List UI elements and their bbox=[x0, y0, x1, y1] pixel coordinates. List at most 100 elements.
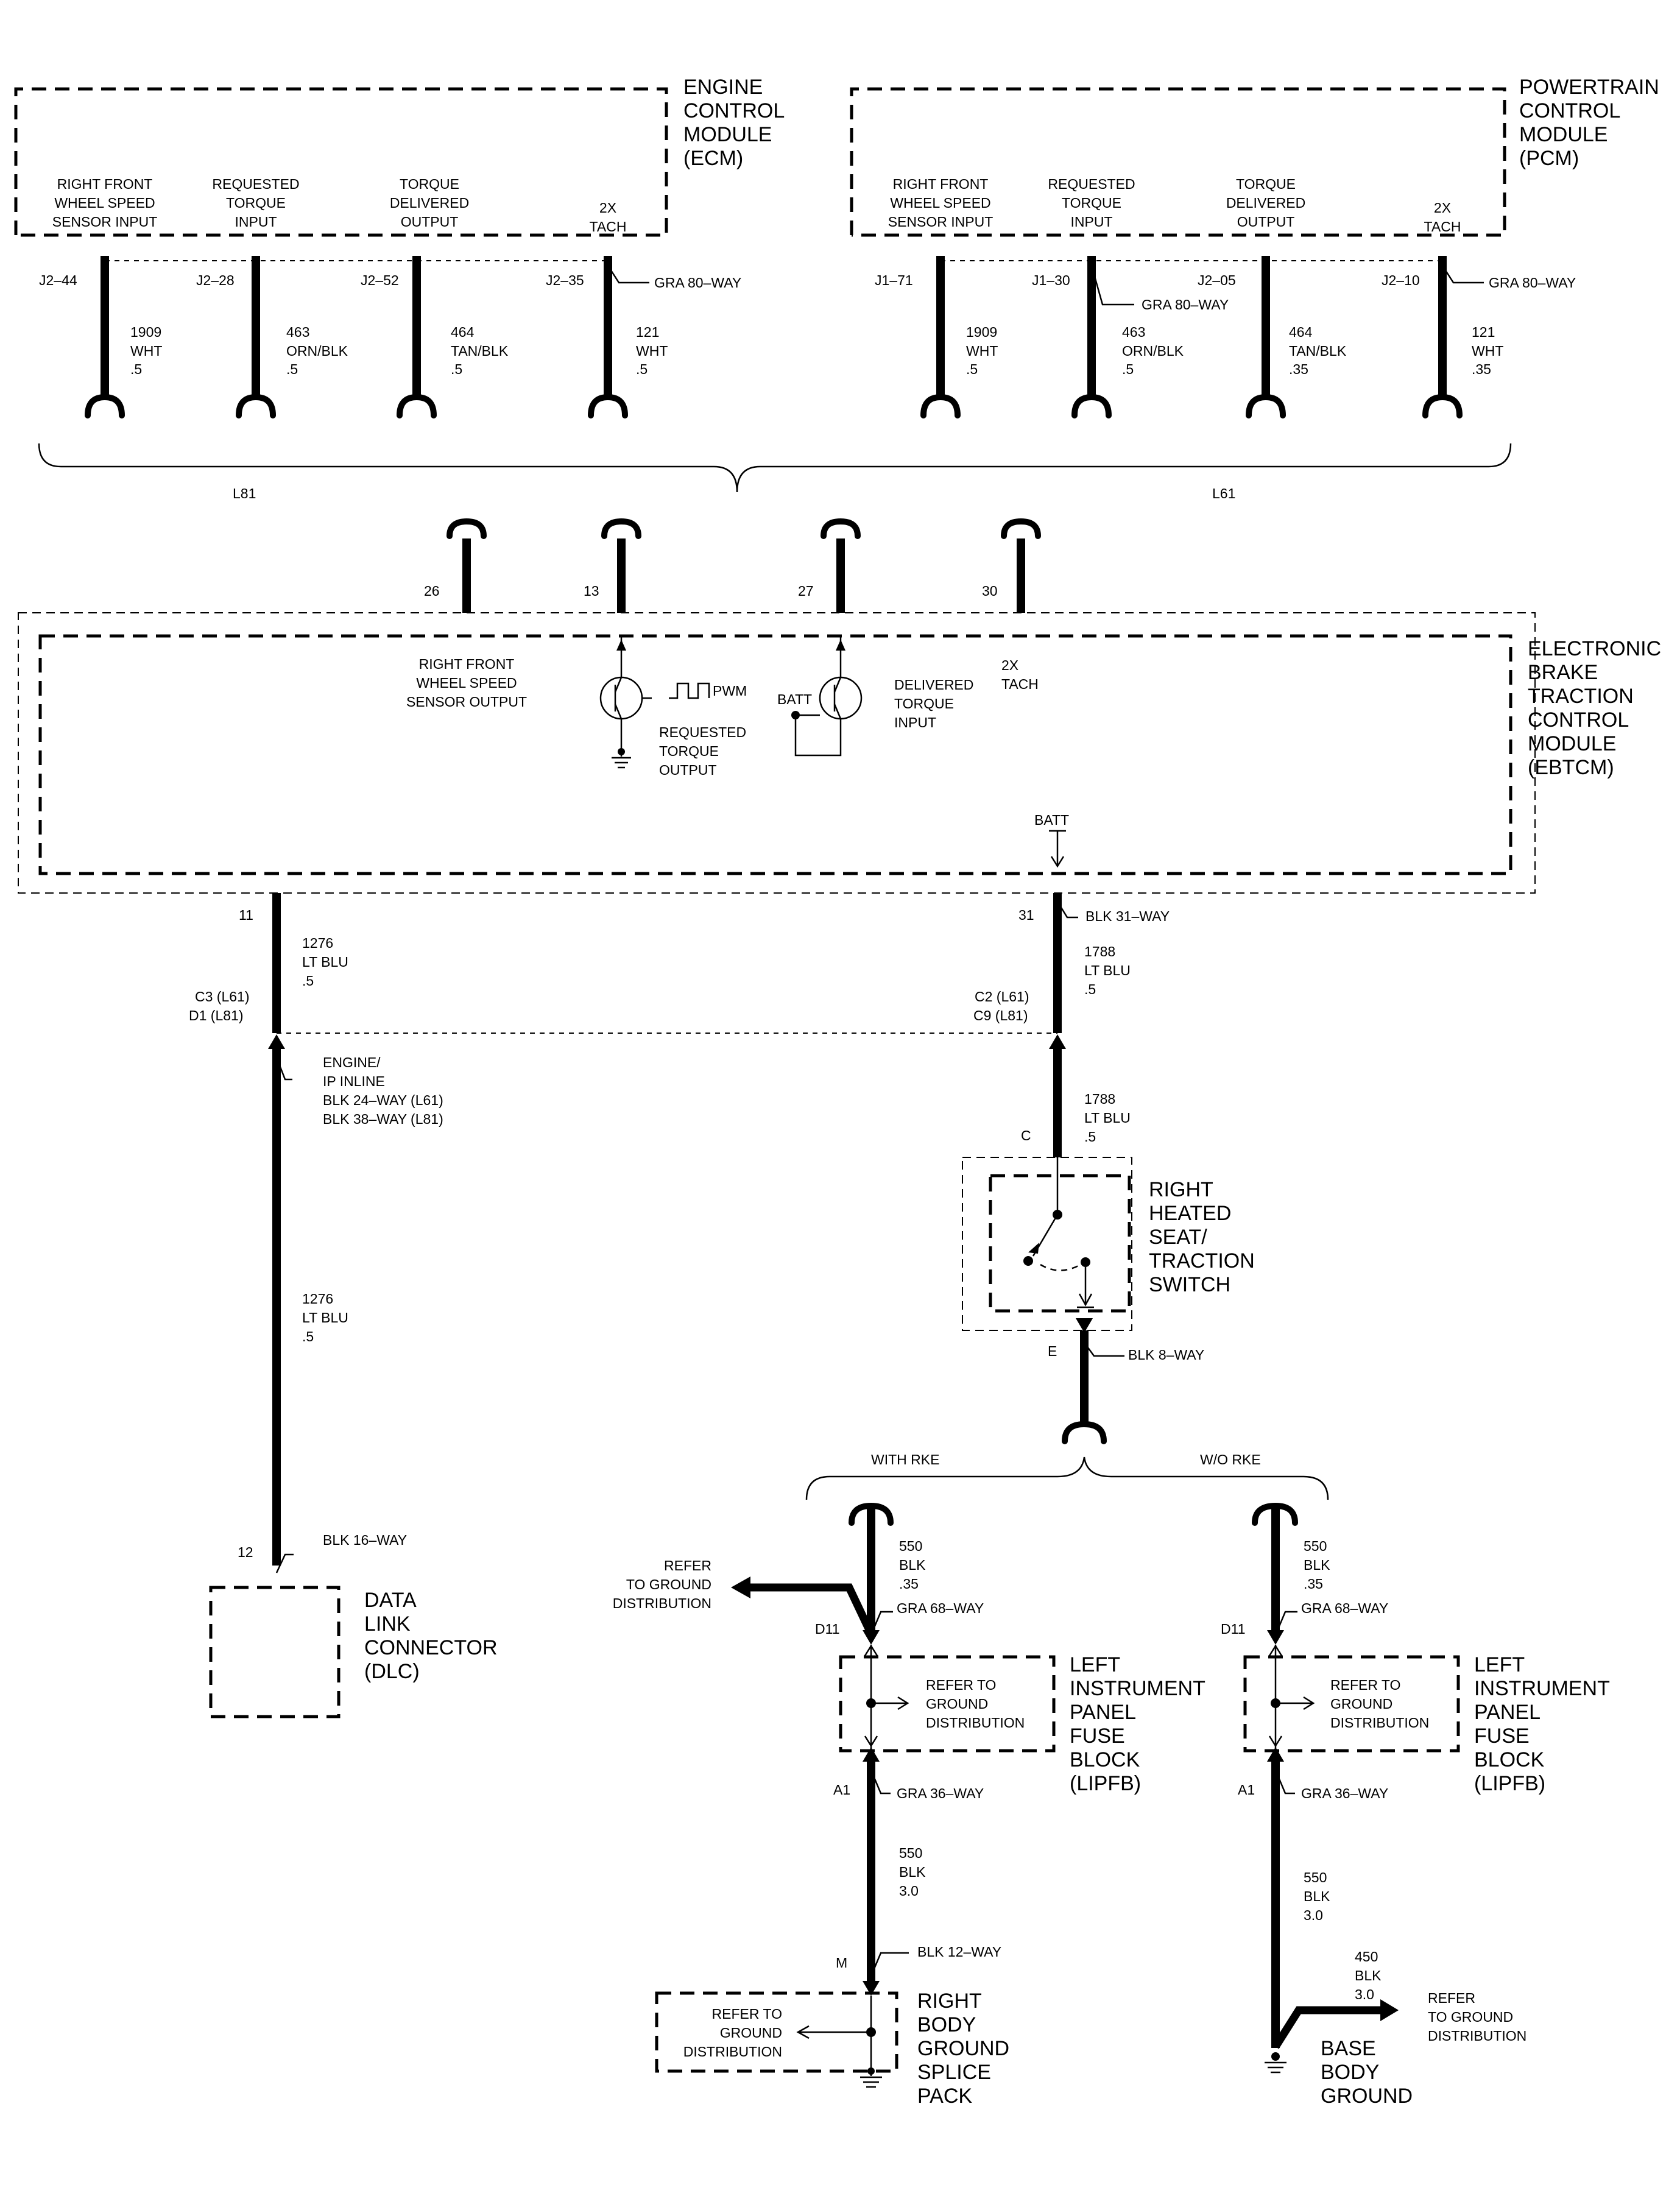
svg-text:464: 464 bbox=[451, 324, 475, 340]
ecm-gra-connector: GRA 80–WAY bbox=[654, 275, 741, 291]
svg-text:464: 464 bbox=[1289, 324, 1313, 340]
svg-text:LT BLU: LT BLU bbox=[1084, 1110, 1131, 1126]
svg-text:550: 550 bbox=[899, 1538, 922, 1554]
svg-text:IP INLINE: IP INLINE bbox=[323, 1073, 385, 1089]
svg-text:1788: 1788 bbox=[1084, 944, 1115, 959]
ebtcm-pin-numbers: 26 13 27 30 bbox=[424, 583, 998, 599]
svg-text:INPUT: INPUT bbox=[1071, 214, 1113, 230]
svg-text:3.0: 3.0 bbox=[1355, 1986, 1374, 2002]
svg-text:3.0: 3.0 bbox=[1304, 1907, 1323, 1923]
svg-text:INSTRUMENT: INSTRUMENT bbox=[1474, 1677, 1610, 1700]
option-l61: L61 bbox=[1212, 485, 1235, 501]
svg-text:TO GROUND: TO GROUND bbox=[626, 1576, 711, 1592]
svg-text:(DLC): (DLC) bbox=[364, 1660, 420, 1683]
svg-text:CONTROL: CONTROL bbox=[683, 99, 785, 122]
ebtcm-module: ELECTRONIC BRAKE TRACTION CONTROL MODULE… bbox=[18, 612, 1661, 894]
svg-text:BLK 38–WAY (L81): BLK 38–WAY (L81) bbox=[323, 1111, 443, 1127]
svg-text:450: 450 bbox=[1355, 1949, 1378, 1965]
svg-text:J2–05: J2–05 bbox=[1198, 272, 1236, 288]
svg-text:BASE: BASE bbox=[1321, 2037, 1376, 2060]
svg-text:D1 (L81): D1 (L81) bbox=[189, 1008, 243, 1023]
ebtcm-input-wires bbox=[446, 518, 1041, 613]
wo-rke-label: W/O RKE bbox=[1200, 1452, 1261, 1467]
svg-text:GROUND: GROUND bbox=[720, 2025, 782, 2041]
switch-output-wire bbox=[1062, 1318, 1124, 1444]
transistor-requested-torque: PWM bbox=[599, 637, 747, 769]
pcm-wire-labels: J1–71 1909 WHT .5 J1–30 463 ORN/BLK .5 J… bbox=[875, 272, 1576, 377]
with-rke-label: WITH RKE bbox=[871, 1452, 939, 1467]
batt-label-1: BATT bbox=[777, 691, 812, 707]
svg-text:J2–28: J2–28 bbox=[196, 272, 235, 288]
svg-text:SWITCH: SWITCH bbox=[1149, 1273, 1230, 1296]
svg-text:REFER: REFER bbox=[1428, 1990, 1475, 2006]
svg-text:1276: 1276 bbox=[302, 935, 333, 951]
svg-text:26: 26 bbox=[424, 583, 440, 599]
svg-text:.5: .5 bbox=[636, 361, 648, 377]
svg-text:BATT: BATT bbox=[1034, 812, 1069, 828]
pcm-module: POWERTRAIN CONTROL MODULE (PCM) RIGHT FR… bbox=[850, 76, 1659, 237]
svg-text:121: 121 bbox=[636, 324, 659, 340]
svg-text:TO GROUND: TO GROUND bbox=[1428, 2009, 1513, 2025]
svg-text:TORQUE: TORQUE bbox=[226, 195, 286, 211]
pcm-gra-connector-2: GRA 80–WAY bbox=[1489, 275, 1576, 291]
svg-text:.5: .5 bbox=[302, 1329, 314, 1344]
svg-text:PACK: PACK bbox=[917, 2085, 972, 2108]
svg-text:BODY: BODY bbox=[1321, 2061, 1379, 2084]
ecm-title: ENGINE CONTROL MODULE (ECM) bbox=[683, 76, 785, 170]
svg-text:A1: A1 bbox=[833, 1782, 850, 1798]
svg-text:DISTRIBUTION: DISTRIBUTION bbox=[1428, 2028, 1526, 2044]
ecm-module: ENGINE CONTROL MODULE (ECM) RIGHT FRONT … bbox=[14, 76, 785, 237]
svg-text:MODULE: MODULE bbox=[683, 123, 772, 146]
pcm-title: POWERTRAIN CONTROL MODULE (PCM) bbox=[1519, 76, 1659, 170]
svg-text:.5: .5 bbox=[130, 361, 142, 377]
lipfb-title-b: LEFT INSTRUMENT PANEL FUSE BLOCK (LIPFB) bbox=[1474, 1653, 1610, 1795]
svg-text:FUSE: FUSE bbox=[1070, 1725, 1125, 1748]
svg-text:CONTROL: CONTROL bbox=[1528, 708, 1629, 732]
svg-text:MODULE: MODULE bbox=[1528, 732, 1616, 755]
svg-text:BODY: BODY bbox=[917, 2013, 976, 2036]
pcm-gra-connector-1: GRA 80–WAY bbox=[1142, 297, 1229, 312]
svg-text:GRA 36–WAY: GRA 36–WAY bbox=[1301, 1785, 1388, 1801]
svg-text:J2–10: J2–10 bbox=[1382, 272, 1420, 288]
right-wire-1788 bbox=[1049, 893, 1078, 1157]
svg-text:121: 121 bbox=[1472, 324, 1495, 340]
svg-text:ORN/BLK: ORN/BLK bbox=[286, 343, 348, 359]
svg-text:(LIPFB): (LIPFB) bbox=[1474, 1772, 1545, 1795]
svg-text:REFER TO: REFER TO bbox=[1330, 1677, 1400, 1693]
ebtcm-requested-torque-label: REQUESTED TORQUE OUTPUT bbox=[659, 724, 746, 778]
svg-text:A1: A1 bbox=[1238, 1782, 1255, 1798]
svg-text:GROUND: GROUND bbox=[917, 2037, 1009, 2060]
heated-seat-traction-switch[interactable] bbox=[962, 1157, 1132, 1331]
lipfb-title-a: LEFT INSTRUMENT PANEL FUSE BLOCK (LIPFB) bbox=[1070, 1653, 1205, 1795]
wo-rke-labels: 550 BLK .35 GRA 68–WAY D11 A1 GRA 36–WAY… bbox=[1221, 1538, 1526, 2044]
svg-text:.5: .5 bbox=[1084, 1129, 1096, 1145]
svg-text:J1–71: J1–71 bbox=[875, 272, 913, 288]
svg-text:.5: .5 bbox=[286, 361, 298, 377]
svg-text:GROUND: GROUND bbox=[1321, 2085, 1413, 2108]
svg-text:BLK 16–WAY: BLK 16–WAY bbox=[323, 1532, 407, 1548]
svg-text:CONNECTOR: CONNECTOR bbox=[364, 1636, 498, 1659]
svg-text:550: 550 bbox=[1304, 1869, 1327, 1885]
svg-text:DISTRIBUTION: DISTRIBUTION bbox=[683, 2044, 782, 2060]
svg-text:WHT: WHT bbox=[1472, 343, 1503, 359]
svg-text:30: 30 bbox=[982, 583, 998, 599]
svg-text:TACH: TACH bbox=[590, 219, 627, 235]
svg-text:SENSOR INPUT: SENSOR INPUT bbox=[52, 214, 158, 230]
svg-text:RIGHT FRONT: RIGHT FRONT bbox=[893, 176, 989, 192]
splice-refer-label: REFER TO GROUND DISTRIBUTION bbox=[683, 2006, 782, 2060]
svg-text:RIGHT: RIGHT bbox=[917, 1989, 982, 2013]
svg-text:J2–52: J2–52 bbox=[361, 272, 399, 288]
svg-text:LT BLU: LT BLU bbox=[302, 954, 348, 970]
svg-text:WHEEL SPEED: WHEEL SPEED bbox=[890, 195, 990, 211]
pwm-label: PWM bbox=[713, 683, 747, 699]
svg-text:.35: .35 bbox=[1289, 361, 1308, 377]
splice-title: RIGHT BODY GROUND SPLICE PACK bbox=[917, 1989, 1009, 2108]
svg-text:PANEL: PANEL bbox=[1474, 1701, 1541, 1724]
svg-text:GROUND: GROUND bbox=[1330, 1696, 1392, 1712]
svg-text:TAN/BLK: TAN/BLK bbox=[1289, 343, 1347, 359]
svg-text:3.0: 3.0 bbox=[899, 1883, 919, 1899]
svg-text:12: 12 bbox=[238, 1544, 253, 1560]
option-brace bbox=[38, 443, 1512, 493]
svg-text:TACH: TACH bbox=[1001, 676, 1039, 692]
svg-text:SENSOR OUTPUT: SENSOR OUTPUT bbox=[406, 694, 527, 710]
